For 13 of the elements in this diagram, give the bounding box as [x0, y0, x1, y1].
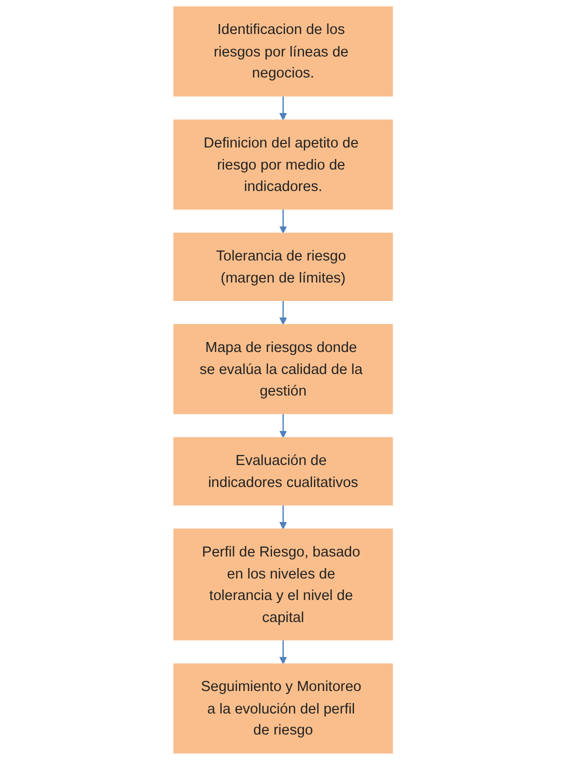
node-box: Seguimiento y Monitoreo a la evolución del perfil de riesgo	[174, 663, 394, 754]
node-box: Perfil de Riesgo, basado en los niveles de tolerancia y el nivel de capital	[174, 528, 394, 640]
arrow	[280, 505, 288, 530]
arrow	[280, 640, 288, 664]
node-box: Definicion del apetito de riesgo por medio de indicadores.	[174, 120, 394, 210]
arrow	[280, 414, 288, 438]
arrow	[280, 209, 288, 234]
arrow	[280, 96, 288, 120]
node-box: Identificacion de los riesgos por líneas de negocios.	[174, 6, 394, 97]
arrow	[280, 300, 288, 325]
node-box: Mapa de riesgos donde se evalúa la calidad de la gestión	[174, 324, 394, 414]
node-box: Evaluación de indicadores cualitativos	[174, 437, 394, 506]
node-box: Tolerancia de riesgo (margen de límites)	[174, 232, 394, 302]
